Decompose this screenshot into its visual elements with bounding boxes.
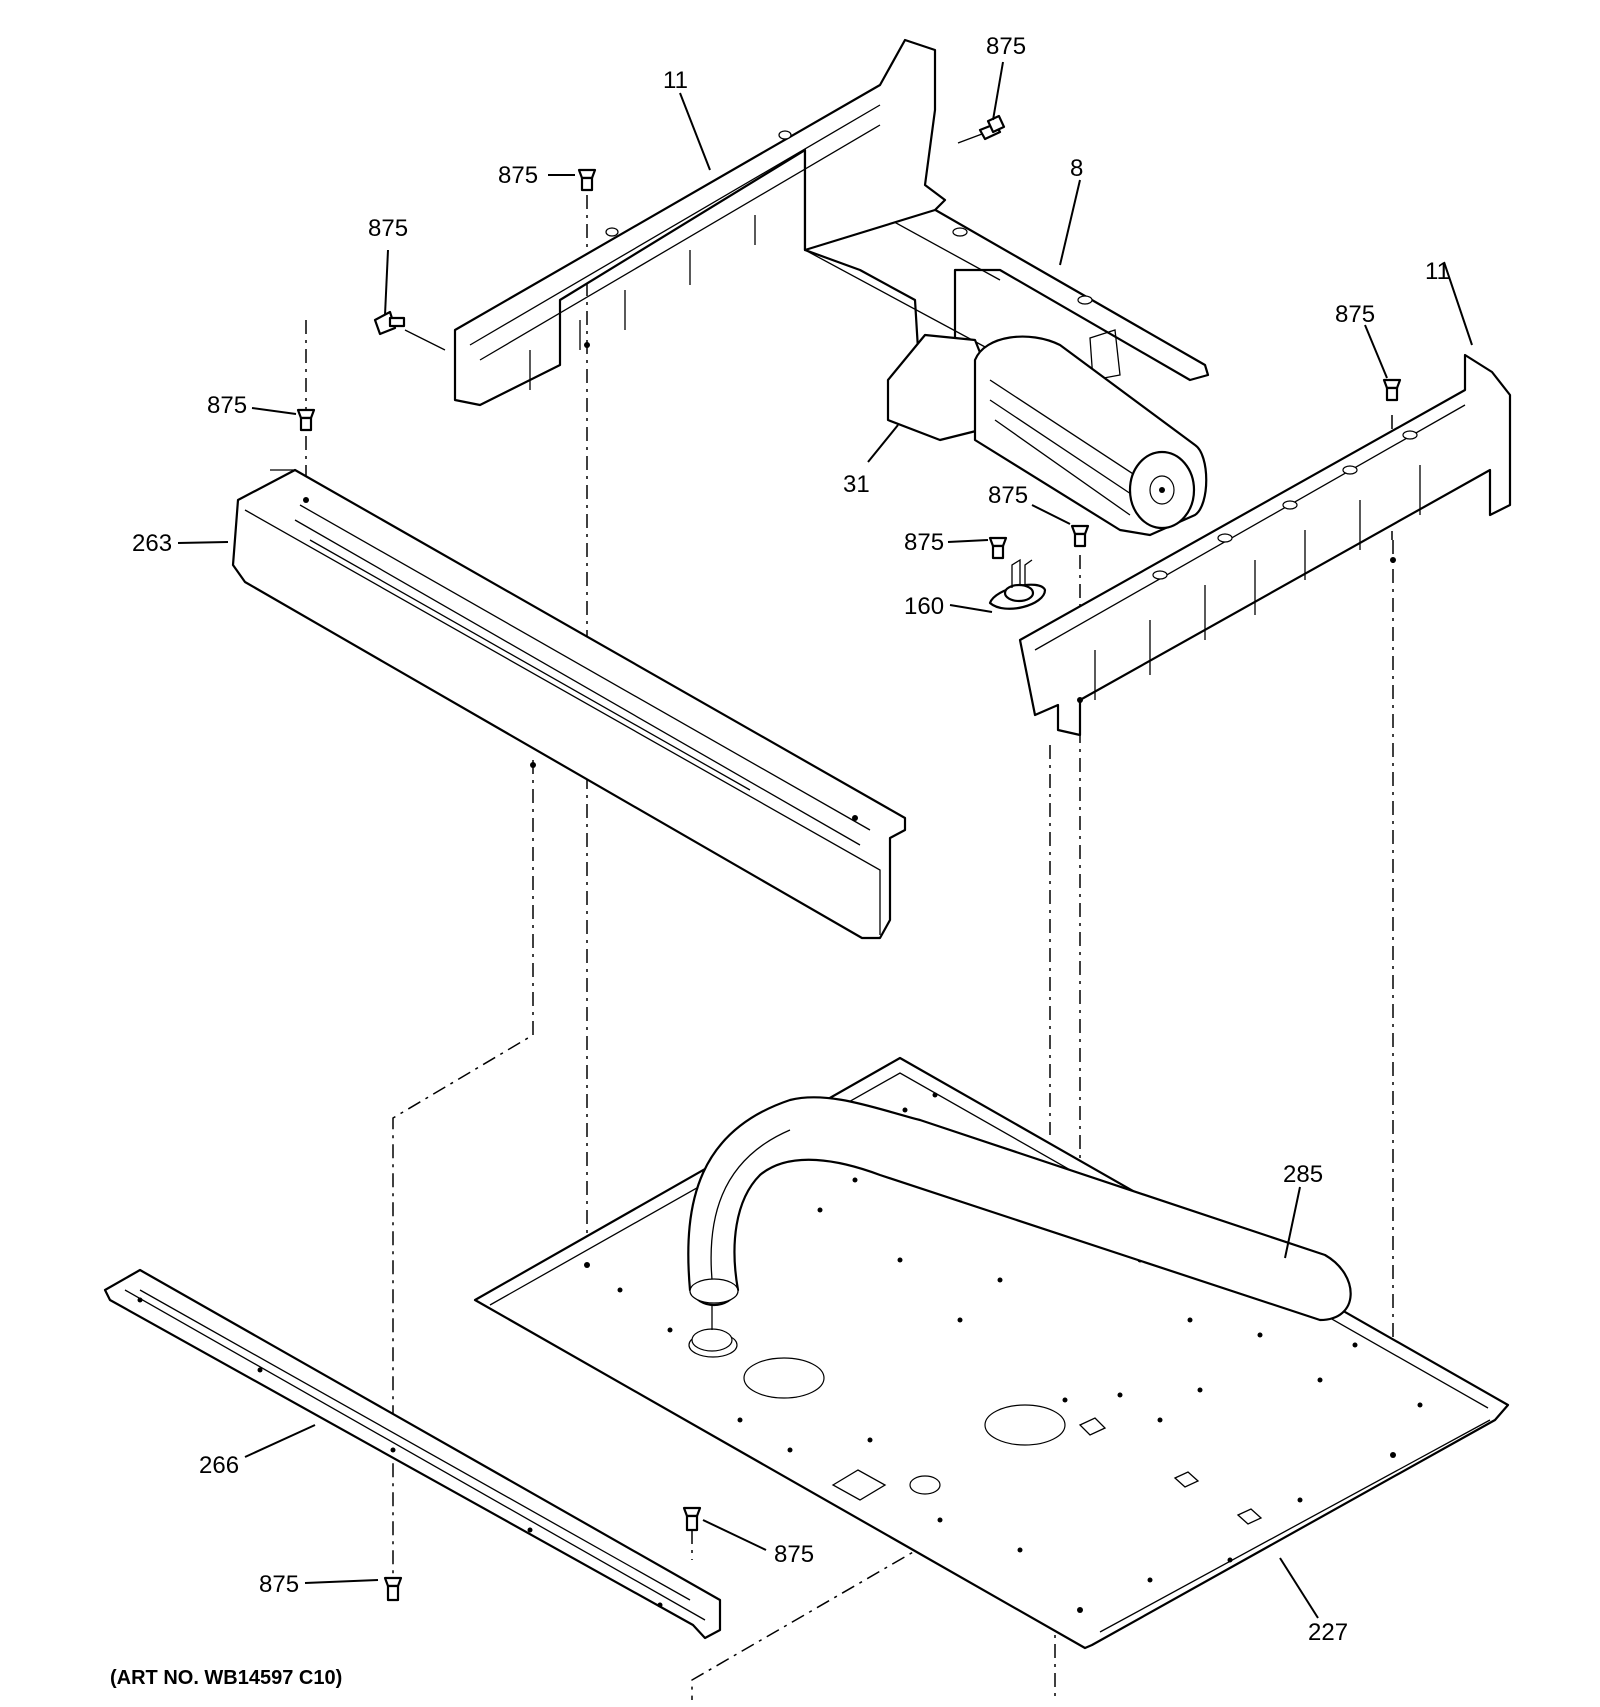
label-screw-right: 875 (1335, 301, 1375, 328)
screw-top-center (577, 168, 597, 192)
label-screw-left-upper: 875 (368, 215, 408, 242)
label-bracket-left: 11 (663, 67, 688, 94)
label-screw-thermo: 875 (904, 529, 944, 556)
label-bracket-back: 8 (1070, 155, 1083, 182)
screw-left-upper (373, 310, 446, 351)
screw-top-right (957, 114, 1006, 144)
label-screw-fan: 875 (988, 482, 1028, 509)
thermostat (988, 558, 1047, 610)
label-base: 227 (1308, 1619, 1348, 1646)
label-fan: 31 (843, 471, 870, 498)
label-trim: 263 (132, 530, 172, 557)
label-duct: 285 (1283, 1161, 1323, 1188)
label-thermostat: 160 (904, 593, 944, 620)
side-bracket-right (1018, 353, 1512, 737)
art-number: (ART NO. WB14597 C10) (110, 1667, 342, 1689)
screw-right (1382, 378, 1402, 402)
screw-bottom (682, 1506, 702, 1532)
label-rail: 266 (199, 1452, 239, 1479)
screw-fan (1070, 524, 1090, 548)
leader-lines (177, 61, 1473, 1619)
air-duct (687, 1096, 1352, 1352)
screw-trim (296, 408, 316, 432)
screw-bottom-left (383, 1576, 403, 1602)
screw-thermo (988, 536, 1008, 560)
side-bracket-left (453, 38, 947, 407)
label-screw-bottom: 875 (774, 1541, 814, 1568)
label-screw-trim: 875 (207, 392, 247, 419)
label-bracket-right: 11 (1425, 258, 1450, 285)
part-labels: 875 11 875 8 875 11 875 875 263 31 875 8… (132, 33, 1450, 1646)
label-screw-bottom-left: 875 (259, 1571, 299, 1598)
label-screw-top-center: 875 (498, 162, 538, 189)
label-screw-top-right: 875 (986, 33, 1026, 60)
convection-fan (886, 333, 1208, 537)
front-rail (103, 1268, 722, 1640)
front-trim (231, 468, 907, 940)
screws (296, 114, 1402, 1602)
